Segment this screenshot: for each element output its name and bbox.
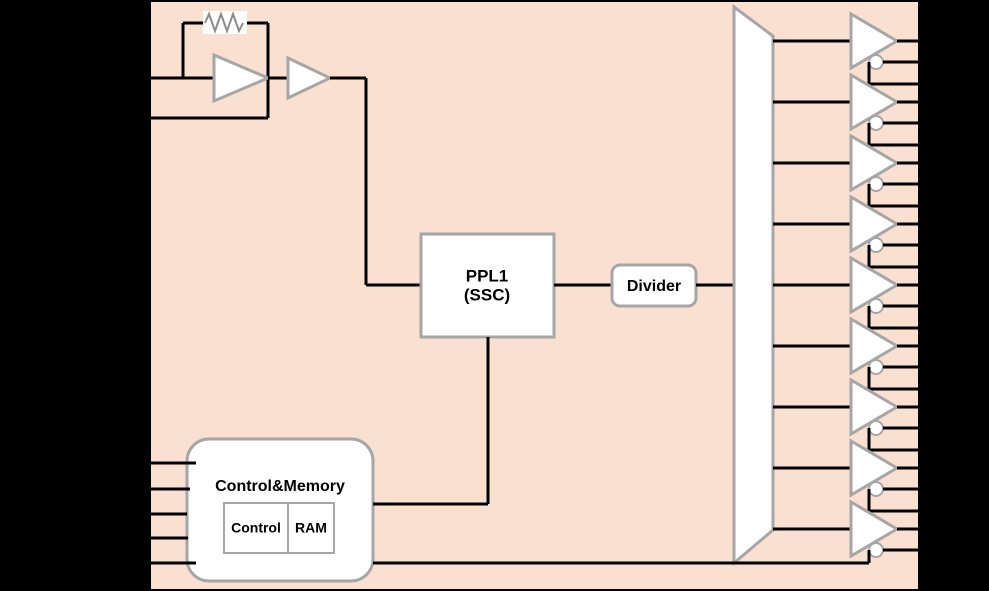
divider-block[interactable]: Divider xyxy=(610,263,698,308)
ram-sub-block-body[interactable] xyxy=(287,502,335,554)
clock-distribution-mux-body[interactable] xyxy=(732,4,775,567)
output-buffer-2[interactable] xyxy=(849,72,919,147)
pll1-block[interactable]: PPL1 (SSC) xyxy=(419,232,556,339)
pll1-label-line1: PPL1 xyxy=(466,266,509,285)
ram-sub-block-label: RAM xyxy=(295,520,327,536)
output-buffer-6[interactable] xyxy=(849,316,919,391)
feedback-loop-wires xyxy=(181,21,270,118)
left-bottom-pin-group xyxy=(149,461,196,565)
output-buffer-1[interactable] xyxy=(849,11,919,86)
pll1-label-line2: (SSC) xyxy=(464,285,510,304)
output-buffer-group xyxy=(849,11,919,563)
clock-distribution-mux[interactable] xyxy=(732,4,775,567)
output-buffer-5-enable-bubble xyxy=(868,298,884,314)
control-sub-block-body[interactable] xyxy=(223,502,289,554)
output-buffer-2-enable-bubble xyxy=(868,115,884,131)
feedback-resistor-zigzag xyxy=(204,10,244,35)
input-buffer-amplifier xyxy=(286,55,334,101)
input-buffer-amplifier-body xyxy=(286,55,334,101)
output-buffer-6-enable-bubble xyxy=(868,359,884,375)
control-memory-label: Control&Memory xyxy=(215,478,345,495)
output-buffer-3[interactable] xyxy=(849,133,919,208)
output-buffer-1-enable-bubble xyxy=(868,54,884,70)
output-buffer-4-enable-bubble xyxy=(868,237,884,253)
crystal-oscillator-amplifier xyxy=(212,52,272,104)
crystal-oscillator-amplifier-body xyxy=(212,52,272,104)
control-sub-block-label: Control xyxy=(231,520,281,536)
output-buffer-4[interactable] xyxy=(849,194,919,269)
control-memory-block[interactable]: Control&Memory Control RAM xyxy=(185,437,375,583)
control-to-pll-route xyxy=(373,337,490,506)
output-buffer-3-enable-bubble xyxy=(868,176,884,192)
output-buffer-5[interactable] xyxy=(849,255,919,330)
output-buffer-9[interactable] xyxy=(849,499,919,563)
output-buffer-7[interactable] xyxy=(849,377,919,452)
mux-fanout-wires xyxy=(773,39,851,531)
amp-to-pll-route xyxy=(330,76,421,287)
output-buffer-9-enable-bubble xyxy=(868,542,884,558)
output-buffer-8[interactable] xyxy=(849,438,919,513)
divider-label: Divider xyxy=(627,278,681,295)
output-buffer-7-enable-bubble xyxy=(868,420,884,436)
output-buffer-8-enable-bubble xyxy=(868,481,884,497)
feedback-resistor xyxy=(203,10,247,35)
